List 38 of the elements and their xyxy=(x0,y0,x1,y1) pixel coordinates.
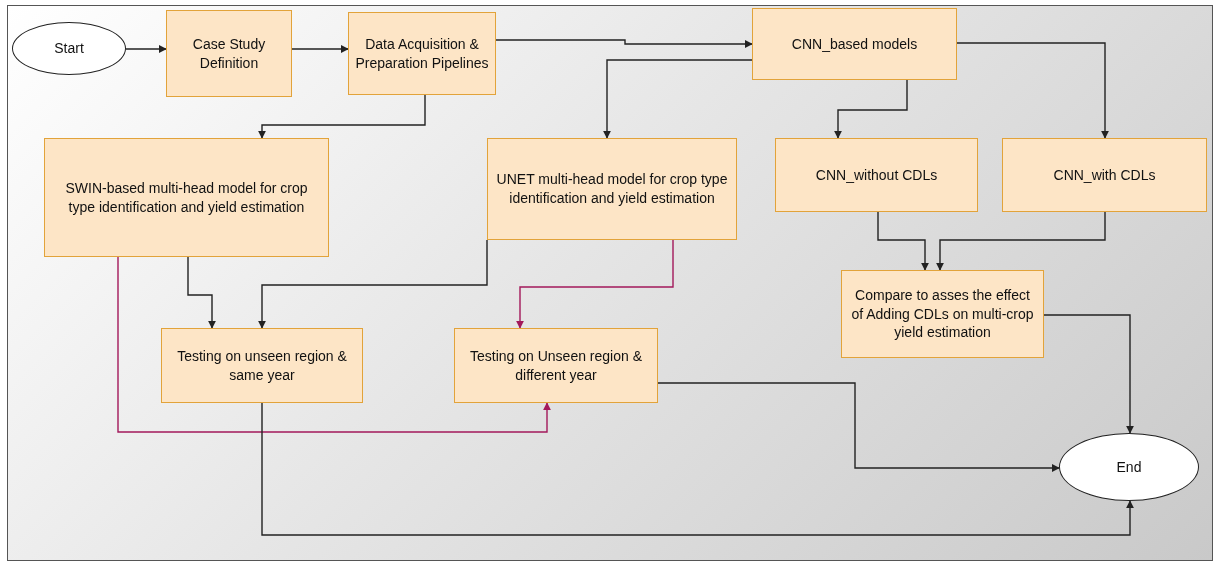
process-box xyxy=(44,138,329,257)
node-label: Testing on Unseen region & different year xyxy=(469,346,643,385)
arrow xyxy=(877,211,929,271)
process-box xyxy=(1002,138,1207,212)
arrow xyxy=(936,211,1106,271)
arrow xyxy=(117,256,551,433)
process-box xyxy=(161,328,363,403)
arrow xyxy=(291,45,349,53)
node-label: Testing on unseen region & same year xyxy=(176,346,348,385)
process-box xyxy=(775,138,978,212)
arrow xyxy=(125,45,167,53)
arrow xyxy=(495,39,753,48)
arrow xyxy=(1043,314,1134,434)
arrow xyxy=(258,94,426,139)
node-label: CNN_without CDLs xyxy=(815,165,938,185)
node-label: Compare to asses the effect of Adding CDLs on multi-crop yield estimation xyxy=(850,285,1035,343)
arrow xyxy=(516,239,674,329)
arrow xyxy=(187,256,216,329)
arrow xyxy=(657,382,1060,472)
arrow xyxy=(261,402,1134,536)
node-label: Case Study Definition xyxy=(191,34,267,73)
node-label: SWIN-based multi-head model for crop type identification and yield estimation xyxy=(64,178,309,217)
node-label: End xyxy=(1116,457,1142,477)
arrow xyxy=(956,42,1109,139)
arrow xyxy=(603,59,753,139)
process-box xyxy=(841,270,1044,358)
process-box xyxy=(454,328,658,403)
node-label: CNN_based models xyxy=(791,34,918,54)
node-label: UNET multi-head model for crop type identification and yield estimation xyxy=(495,170,729,208)
process-box xyxy=(487,138,737,240)
arrow xyxy=(834,79,908,139)
process-box xyxy=(166,10,292,97)
process-box xyxy=(752,8,957,80)
node-label: Data Acquisition & Preparation Pipelines xyxy=(355,34,489,73)
node-label: Start xyxy=(54,39,84,58)
process-box xyxy=(348,12,496,95)
arrow xyxy=(258,239,488,329)
node-label: CNN_with CDLs xyxy=(1053,165,1156,185)
